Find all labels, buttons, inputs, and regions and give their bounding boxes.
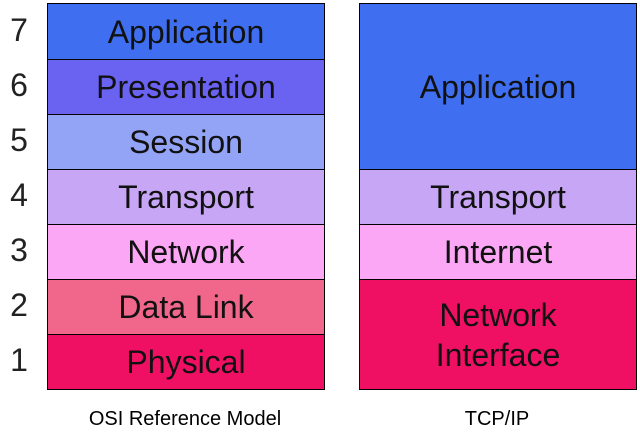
osi-layer-stack: Application Presentation Session Transpo… [47,3,325,390]
osi-layer-session: Session [48,114,324,169]
layer-number-5: 5 [10,122,28,158]
tcpip-layer-stack: Application Transport Internet Network I… [359,3,637,390]
osi-layer-physical: Physical [48,334,324,389]
osi-layer-network: Network [48,224,324,279]
osi-layer-data-link: Data Link [48,279,324,334]
layer-number-3: 3 [10,232,28,268]
osi-layer-presentation: Presentation [48,59,324,114]
tcpip-caption: TCP/IP [464,408,530,430]
layer-number-4: 4 [10,177,28,213]
layer-number-7: 7 [10,12,28,48]
tcpip-layer-application: Application [360,4,636,169]
layer-number-2: 2 [10,287,28,323]
layer-number-1: 1 [10,342,28,378]
osi-caption: OSI Reference Model [88,408,282,430]
tcpip-layer-network-interface: Network Interface [360,279,636,389]
osi-layer-application: Application [48,4,324,59]
osi-layer-transport: Transport [48,169,324,224]
layer-number-6: 6 [10,67,28,103]
tcpip-layer-internet: Internet [360,224,636,279]
tcpip-layer-transport: Transport [360,169,636,224]
